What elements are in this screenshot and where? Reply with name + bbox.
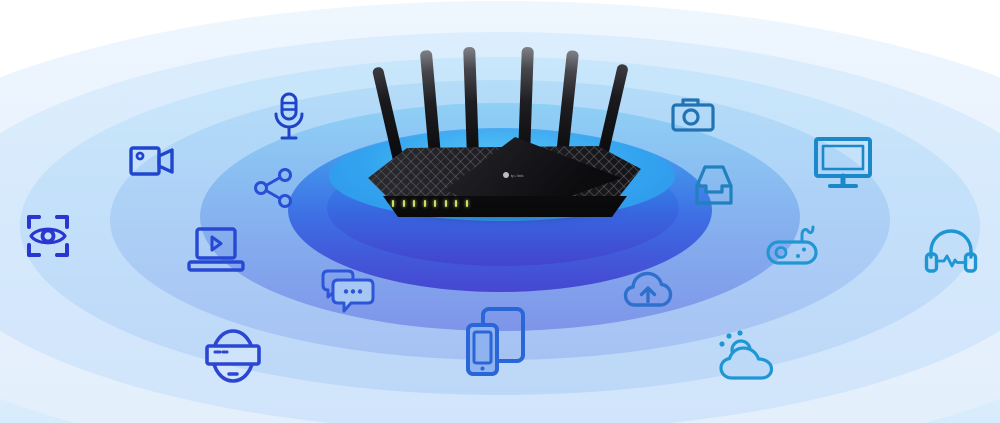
brand-logo-text: tp-link xyxy=(511,172,524,178)
router-antenna xyxy=(419,49,441,157)
share-icon xyxy=(254,168,294,208)
eye-scan-icon xyxy=(23,211,73,261)
weather-cloud-icon xyxy=(717,328,777,386)
router-antenna xyxy=(463,46,479,158)
status-led xyxy=(455,200,457,207)
headphones-icon xyxy=(924,227,978,277)
brand-logo: tp-link xyxy=(503,172,524,178)
router-status-leds xyxy=(392,200,468,207)
status-led xyxy=(423,200,426,207)
monitor-icon xyxy=(813,135,873,191)
photo-camera-icon xyxy=(671,97,715,133)
router-front-panel xyxy=(383,196,627,217)
game-controller-icon xyxy=(765,214,819,268)
video-camera-icon xyxy=(128,141,178,181)
phone-tablet-icon xyxy=(464,306,526,378)
cloud-upload-icon xyxy=(623,265,673,313)
status-led xyxy=(392,200,394,207)
router-antenna xyxy=(596,63,629,162)
status-led xyxy=(434,200,436,207)
status-led xyxy=(413,200,415,207)
laptop-video-icon xyxy=(186,226,246,274)
status-led xyxy=(465,200,468,207)
vr-headset-icon xyxy=(204,323,262,389)
wifi-router: tp-link xyxy=(355,40,655,235)
microphone-icon xyxy=(272,92,306,144)
router-antenna xyxy=(556,49,580,157)
chat-bubbles-icon xyxy=(319,268,377,316)
status-led xyxy=(402,200,405,207)
status-led xyxy=(444,200,447,207)
inbox-tray-icon xyxy=(693,163,735,207)
router-antenna xyxy=(371,66,404,162)
brand-logo-icon xyxy=(503,172,509,178)
